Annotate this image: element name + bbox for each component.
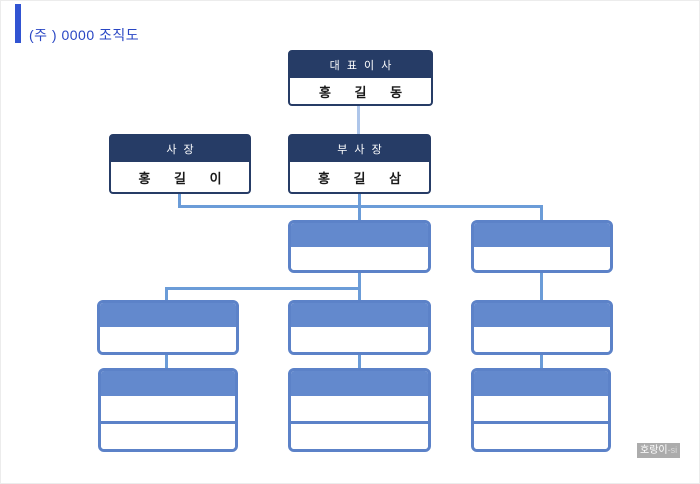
- page-title: (주 ) 0000 조직도: [29, 27, 140, 43]
- box-dept-row: [474, 327, 610, 352]
- box-dept-l4-left[interactable]: [97, 300, 239, 355]
- box-dept-row: [474, 421, 608, 449]
- box-president-title: 사 장: [111, 136, 249, 162]
- box-dept-l4-middle[interactable]: [288, 300, 431, 355]
- box-dept-l5-middle[interactable]: [288, 368, 431, 452]
- box-president[interactable]: 사 장 홍 길 이: [109, 134, 251, 194]
- box-dept-header: [474, 371, 608, 396]
- connector-elbow-horizontal: [165, 287, 361, 290]
- box-dept-header: [291, 303, 428, 327]
- box-dept-row: [291, 327, 428, 352]
- box-dept-row: [101, 421, 235, 449]
- connector-stub-right: [540, 355, 543, 368]
- connector-stub-middle: [358, 355, 361, 368]
- box-dept-row: [100, 327, 236, 352]
- box-dept-l3-middle[interactable]: [288, 220, 431, 273]
- box-dept-row: [291, 247, 428, 270]
- connector-stub-left: [165, 355, 168, 368]
- box-dept-header: [291, 223, 428, 247]
- box-dept-row: [474, 247, 610, 270]
- box-ceo[interactable]: 대 표 이 사 홍 길 동: [288, 50, 433, 106]
- box-dept-l4-right[interactable]: [471, 300, 613, 355]
- box-dept-row: [291, 421, 428, 449]
- connector-l3m-down: [358, 273, 361, 300]
- connector-elbow-left-drop: [165, 287, 168, 300]
- box-dept-l3-right[interactable]: [471, 220, 613, 273]
- connector-vp-drop: [358, 194, 361, 220]
- watermark-text: 호랑이: [640, 445, 668, 456]
- box-dept-header: [474, 303, 610, 327]
- connector-rail-right-drop: [540, 205, 543, 220]
- box-dept-header: [291, 371, 428, 396]
- connector-president-drop: [178, 194, 181, 208]
- watermark-badge: 호랑이-si: [637, 443, 681, 458]
- box-dept-l5-right[interactable]: [471, 368, 611, 452]
- box-dept-row: [474, 396, 608, 421]
- box-ceo-name: 홍 길 동: [318, 84, 413, 100]
- connector-l3r-down: [540, 273, 543, 300]
- box-dept-row: [101, 396, 235, 421]
- box-dept-header: [474, 223, 610, 247]
- box-vice-president-name: 홍 길 삼: [317, 170, 412, 186]
- box-dept-header: [100, 303, 236, 327]
- box-dept-row: [291, 396, 428, 421]
- box-ceo-title: 대 표 이 사: [290, 52, 431, 78]
- title-accent-bar: [15, 4, 21, 43]
- box-dept-l5-left[interactable]: [98, 368, 238, 452]
- box-dept-header: [101, 371, 235, 396]
- box-president-name: 홍 길 이: [138, 170, 232, 186]
- connector-ceo-vp: [357, 106, 360, 134]
- box-vice-president-title: 부 사 장: [290, 136, 429, 162]
- watermark-suffix: -si: [667, 445, 678, 455]
- box-vice-president[interactable]: 부 사 장 홍 길 삼: [288, 134, 431, 194]
